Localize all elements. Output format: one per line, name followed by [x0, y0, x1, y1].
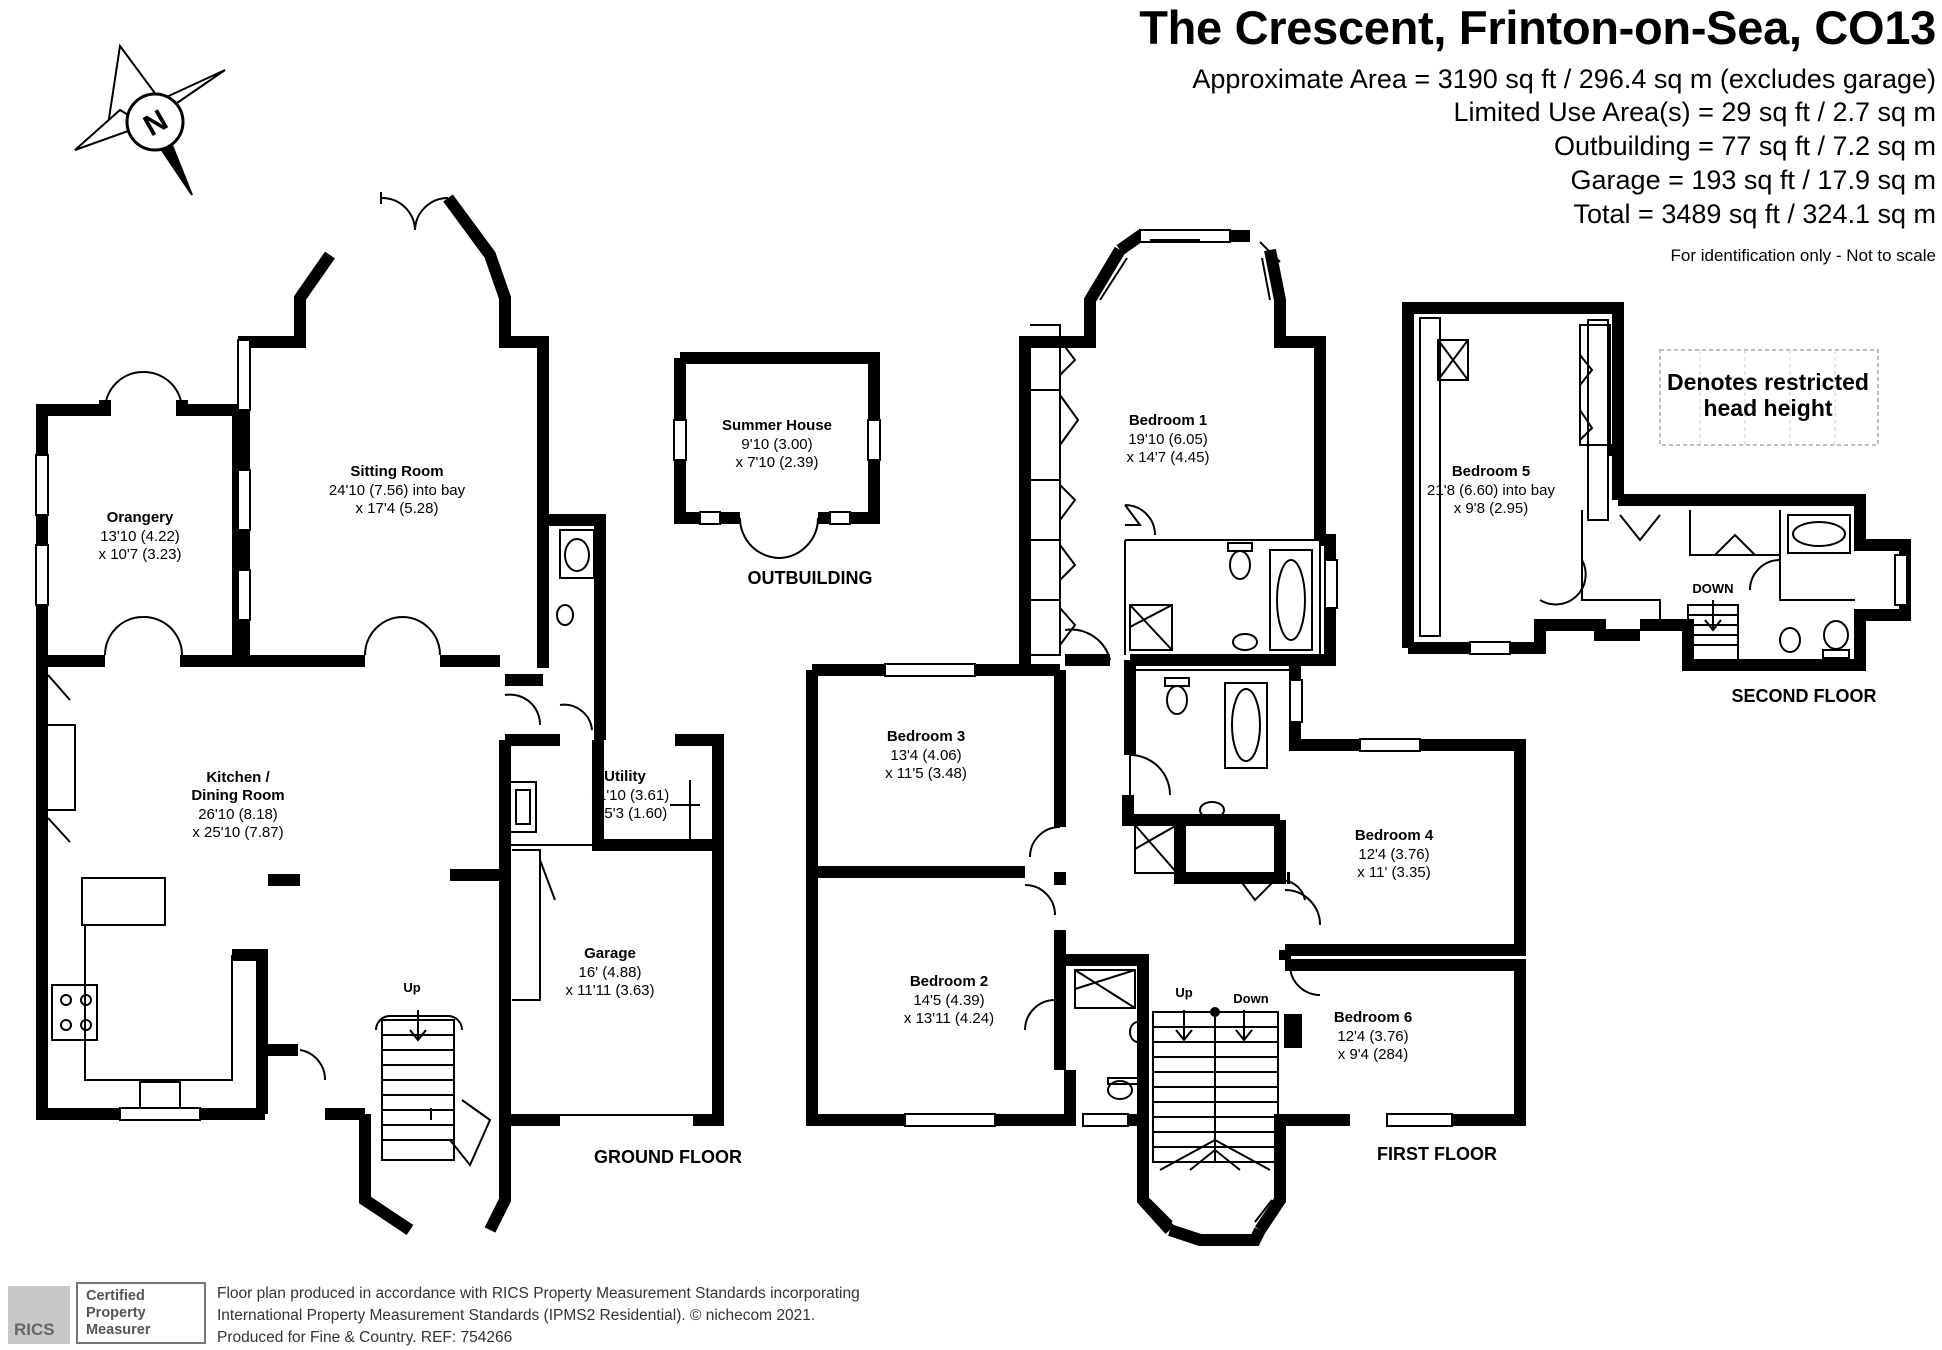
svg-text:x 25'10 (7.87): x 25'10 (7.87) [192, 824, 283, 841]
footer-line-1: Floor plan produced in accordance with R… [217, 1285, 860, 1302]
plan-title: The Crescent, Frinton-on-Sea, CO13 [1139, 1, 1936, 54]
first-floor-details [884, 229, 1453, 1223]
ground-floor-details [35, 197, 700, 1167]
svg-text:14'5 (4.39): 14'5 (4.39) [913, 992, 984, 1009]
svg-text:x 13'11 (4.24): x 13'11 (4.24) [904, 1010, 994, 1027]
legend-restricted-head-height: Denotes restricted head height [1659, 349, 1879, 446]
svg-text:11'10 (3.61): 11'10 (3.61) [591, 787, 669, 804]
svg-text:Summer House: Summer House [722, 417, 832, 434]
svg-text:24'10 (7.56) into bay: 24'10 (7.56) into bay [329, 482, 466, 499]
badge-line-2: Property [86, 1305, 146, 1321]
area-limited-use: Limited Use Area(s) = 29 sq ft / 2.7 sq … [1453, 97, 1936, 127]
svg-text:12'4 (3.76): 12'4 (3.76) [1337, 1028, 1408, 1045]
rics-logo-icon [8, 1286, 70, 1344]
svg-text:Bedroom 5: Bedroom 5 [1452, 463, 1530, 480]
room-summer-house: Summer House 9'10 (3.00) x 7'10 (2.39) [722, 417, 832, 471]
room-bedroom-5: Bedroom 5 21'8 (6.60) into bay x 9'8 (2.… [1427, 463, 1555, 517]
svg-text:21'8 (6.60) into bay: 21'8 (6.60) into bay [1427, 482, 1555, 499]
svg-text:19'10 (6.05): 19'10 (6.05) [1128, 431, 1208, 448]
room-bedroom-6: Bedroom 6 12'4 (3.76) x 9'4 (284) [1334, 1009, 1412, 1063]
svg-text:Garage: Garage [584, 945, 636, 962]
svg-text:26'10 (8.18): 26'10 (8.18) [198, 806, 278, 823]
stair-down-second: DOWN [1692, 581, 1733, 596]
svg-text:x 11' (3.35): x 11' (3.35) [1357, 864, 1430, 881]
outbuilding-details [673, 419, 881, 559]
svg-text:x 9'4 (284): x 9'4 (284) [1338, 1046, 1408, 1063]
room-bedroom-2: Bedroom 2 14'5 (4.39) x 13'11 (4.24) [904, 973, 994, 1027]
area-total: Total = 3489 sq ft / 324.1 sq m [1573, 199, 1936, 229]
stair-up-ground: Up [403, 980, 420, 995]
svg-text:16' (4.88): 16' (4.88) [579, 964, 642, 981]
svg-text:9'10 (3.00): 9'10 (3.00) [741, 436, 812, 453]
area-approximate: Approximate Area = 3190 sq ft / 296.4 sq… [1192, 64, 1936, 94]
first-floor-label: FIRST FLOOR [1377, 1144, 1497, 1164]
svg-text:x 17'4 (5.28): x 17'4 (5.28) [356, 500, 439, 517]
svg-text:Utility: Utility [604, 768, 646, 785]
stair-labels: Up Up Down DOWN [403, 581, 1733, 1006]
scale-note: For identification only - Not to scale [1670, 246, 1936, 265]
room-labels: Orangery 13'10 (4.22) x 10'7 (3.23) Sitt… [99, 412, 1556, 1063]
certified-property-measurer: Certified Property Measurer [76, 1282, 206, 1344]
svg-text:x 7'10 (2.39): x 7'10 (2.39) [736, 454, 819, 471]
svg-text:Bedroom 6: Bedroom 6 [1334, 1009, 1412, 1026]
room-sitting-room: Sitting Room 24'10 (7.56) into bay x 17'… [329, 463, 466, 517]
svg-text:x 9'8 (2.95): x 9'8 (2.95) [1454, 500, 1529, 517]
footer-line-2: International Property Measurement Stand… [217, 1307, 816, 1324]
badge-line-3: Measurer [86, 1322, 151, 1338]
room-garage: Garage 16' (4.88) x 11'11 (3.63) [565, 945, 654, 999]
legend-line2: head height [1703, 395, 1832, 421]
second-floor-details [1419, 317, 1908, 661]
outbuilding-label: OUTBUILDING [748, 568, 873, 588]
svg-text:x 11'5 (3.48): x 11'5 (3.48) [885, 765, 967, 782]
legend-line1: Denotes restricted [1667, 369, 1869, 395]
compass-icon: N [74, 43, 226, 196]
svg-text:Orangery: Orangery [107, 509, 174, 526]
footer-line-3: Produced for Fine & Country. REF: 754266 [217, 1329, 513, 1346]
svg-text:Bedroom 2: Bedroom 2 [910, 973, 988, 990]
svg-text:13'10 (4.22): 13'10 (4.22) [100, 528, 180, 545]
svg-text:Bedroom 3: Bedroom 3 [887, 728, 965, 745]
svg-text:Kitchen /: Kitchen / [206, 769, 270, 786]
svg-text:x 5'3 (1.60): x 5'3 (1.60) [593, 805, 668, 822]
area-outbuilding: Outbuilding = 77 sq ft / 7.2 sq m [1554, 131, 1936, 161]
svg-text:13'4 (4.06): 13'4 (4.06) [890, 747, 961, 764]
ground-floor-walls [36, 192, 724, 1235]
badge-line-1: Certified [86, 1288, 145, 1304]
stair-down-first: Down [1233, 991, 1268, 1006]
rics-certified-badge: RICS Certified Property Measurer [8, 1282, 206, 1346]
room-utility: Utility 11'10 (3.61) x 5'3 (1.60) [591, 768, 669, 822]
room-kitchen-dining: Kitchen / Dining Room 26'10 (8.18) x 25'… [191, 769, 284, 841]
second-floor-label: SECOND FLOOR [1731, 686, 1876, 706]
room-bedroom-1: Bedroom 1 19'10 (6.05) x 14'7 (4.45) [1127, 412, 1210, 466]
area-garage: Garage = 193 sq ft / 17.9 sq m [1570, 165, 1936, 195]
svg-text:Bedroom 1: Bedroom 1 [1129, 412, 1207, 429]
room-orangery: Orangery 13'10 (4.22) x 10'7 (3.23) [99, 509, 182, 563]
svg-text:x 14'7 (4.45): x 14'7 (4.45) [1127, 449, 1210, 466]
svg-text:x 10'7 (3.23): x 10'7 (3.23) [99, 546, 182, 563]
rics-label: RICS [14, 1320, 55, 1339]
svg-text:Sitting Room: Sitting Room [350, 463, 443, 480]
room-bedroom-3: Bedroom 3 13'4 (4.06) x 11'5 (3.48) [885, 728, 967, 782]
ground-floor-label: GROUND FLOOR [594, 1147, 742, 1167]
stair-up-first: Up [1175, 985, 1192, 1000]
room-bedroom-4: Bedroom 4 12'4 (3.76) x 11' (3.35) [1355, 827, 1434, 881]
floor-labels: GROUND FLOOR FIRST FLOOR SECOND FLOOR OU… [594, 568, 1877, 1167]
svg-text:Bedroom 4: Bedroom 4 [1355, 827, 1434, 844]
svg-text:Dining Room: Dining Room [191, 787, 284, 804]
svg-text:12'4 (3.76): 12'4 (3.76) [1358, 846, 1429, 863]
svg-text:x 11'11 (3.63): x 11'11 (3.63) [565, 982, 654, 999]
